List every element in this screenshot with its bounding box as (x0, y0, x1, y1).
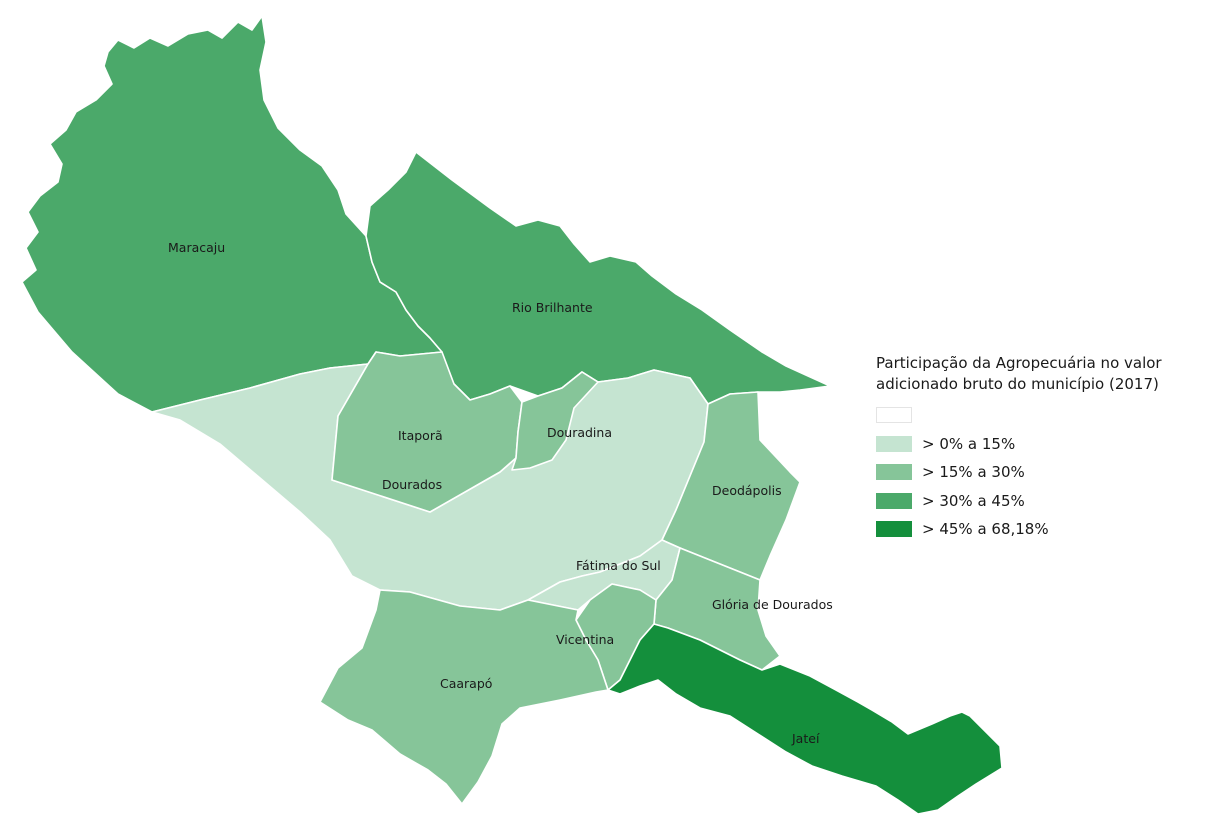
legend-item-45-68: > 45% a 68,18% (876, 515, 1221, 544)
legend-label-45-68: > 45% a 68,18% (922, 520, 1049, 539)
legend-item-15-30: > 15% a 30% (876, 458, 1221, 487)
map-legend: Participação da Agropecuária no valor ad… (876, 353, 1221, 544)
legend-swatch-0-15 (876, 435, 912, 452)
legend-swatch-no-data (876, 407, 912, 424)
legend-swatch-15-30 (876, 464, 912, 481)
legend-label-30-45: > 30% a 45% (922, 491, 1025, 510)
legend-label-0-15: > 0% a 15% (922, 434, 1016, 453)
region-caarapo[interactable] (319, 589, 609, 805)
legend-title: Participação da Agropecuária no valor ad… (876, 353, 1221, 395)
label-fatima-do-sul: Fátima do Sul (576, 558, 661, 573)
region-douradina[interactable] (511, 371, 599, 471)
region-itapora[interactable] (331, 351, 523, 513)
legend-swatch-45-68 (876, 521, 912, 538)
label-jatei: Jateí (791, 731, 820, 746)
municipality-labels: Maracaju Rio Brilhante Itaporã Douradina… (168, 240, 833, 746)
legend-item-no-data (876, 401, 1221, 430)
legend-label-15-30: > 15% a 30% (922, 463, 1025, 482)
label-douradina: Douradina (547, 425, 612, 440)
legend-title-line-1: Participação da Agropecuária no valor (876, 354, 1162, 372)
label-deodapolis: Deodápolis (712, 483, 782, 498)
legend-item-0-15: > 0% a 15% (876, 430, 1221, 459)
label-gloria-de-dourados: Glória de Dourados (712, 597, 833, 612)
legend-item-30-45: > 30% a 45% (876, 487, 1221, 516)
legend-swatch-30-45 (876, 492, 912, 509)
label-dourados: Dourados (382, 477, 442, 492)
label-itapora: Itaporã (398, 428, 443, 443)
label-maracaju: Maracaju (168, 240, 225, 255)
municipality-regions (21, 15, 1003, 815)
label-caarapo: Caarapó (440, 676, 492, 691)
legend-title-line-2: adicionado bruto do município (2017) (876, 375, 1159, 393)
label-vicentina: Vicentina (556, 632, 614, 647)
label-rio-brilhante: Rio Brilhante (512, 300, 593, 315)
region-jatei[interactable] (607, 623, 1003, 815)
